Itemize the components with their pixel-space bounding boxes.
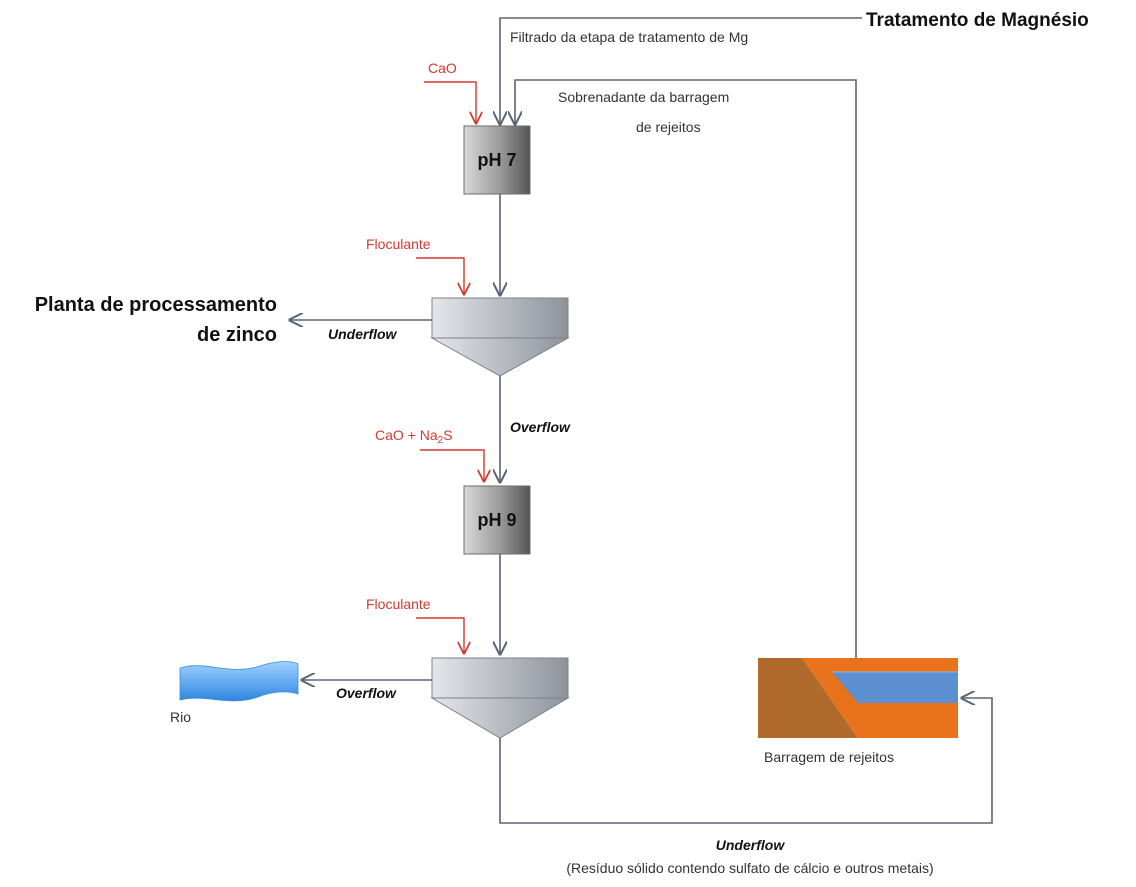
cao-na2s-line [420, 449, 484, 481]
supernatant-label-line1: Sobrenadante da barragem [558, 89, 729, 105]
cao-reagent-line [424, 81, 476, 123]
ph9-label: pH 9 [477, 510, 516, 530]
thickener-2 [430, 657, 570, 739]
supernatant-label-line2: de rejeitos [636, 119, 701, 135]
zinc-plant-label-line1: Planta de processamento [35, 294, 277, 316]
cao-na2s-label: CaO + Na2S [375, 427, 453, 446]
overflow1-label: Overflow [510, 419, 571, 435]
ph9-reactor-tank: pH 9 [463, 485, 531, 555]
underflow-to-dam-line [499, 698, 993, 824]
magnesium-treatment-label: Tratamento de Magnésio [866, 10, 1089, 31]
underflow1-label: Underflow [328, 326, 398, 342]
ph7-label: pH 7 [477, 150, 516, 170]
cao-label: CaO [428, 60, 457, 76]
bottom-underflow-label: Underflow [716, 837, 786, 853]
residue-label: (Resíduo sólido contendo sulfato de cálc… [566, 860, 933, 876]
tailings-dam-icon [758, 658, 958, 738]
supernatant-return-line [515, 79, 857, 658]
filtrate-line [500, 17, 862, 124]
river-icon [179, 661, 299, 702]
flocculant2-label: Floculante [366, 596, 431, 612]
zinc-plant-label-line2: de zinco [197, 324, 277, 346]
flocculant2-line [416, 617, 464, 653]
dam-label: Barragem de rejeitos [764, 749, 894, 765]
filtrate-label: Filtrado da etapa de tratamento de Mg [510, 29, 748, 45]
flocculant1-label: Floculante [366, 236, 431, 252]
flocculant1-line [416, 257, 464, 294]
thickener-1 [430, 297, 570, 377]
ph7-reactor-tank: pH 7 [463, 125, 531, 195]
river-label: Rio [170, 709, 191, 725]
overflow2-label: Overflow [336, 685, 397, 701]
